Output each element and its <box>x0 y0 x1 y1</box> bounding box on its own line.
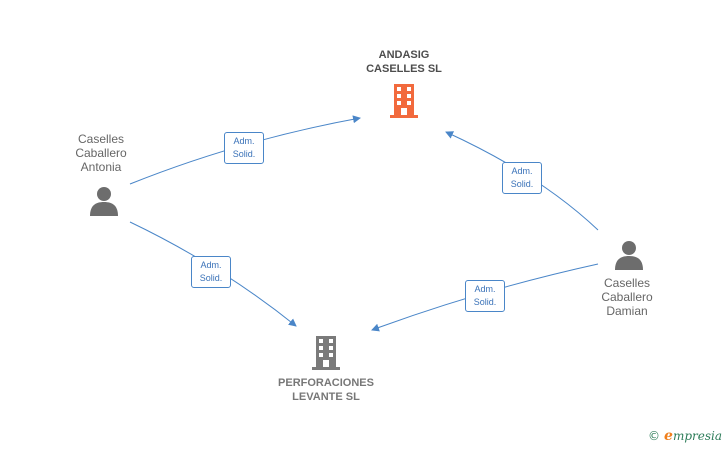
role-badge-damian-perforaciones[interactable]: Adm. Solid. <box>465 280 505 312</box>
brand-logo-initial: e <box>664 428 673 444</box>
company-name-line: ANDASIG <box>378 49 430 61</box>
company-name-line: CASELLES SL <box>366 63 442 75</box>
role-text: Solid. <box>510 179 534 189</box>
person-name-line: Caselles <box>603 276 651 290</box>
role-badge-damian-andasig[interactable]: Adm. Solid. <box>502 162 542 194</box>
role-text: Solid. <box>232 149 256 159</box>
building-icon[interactable] <box>310 336 342 370</box>
company-label-andasig[interactable]: ANDASIG CASELLES SL <box>340 48 468 76</box>
role-text: Adm. <box>474 284 496 294</box>
person-icon[interactable] <box>614 240 644 270</box>
role-text: Adm. <box>200 260 222 270</box>
company-name-line: PERFORACIONES <box>278 377 374 389</box>
brand-logo-text: mpresia <box>672 429 722 443</box>
role-text: Adm. <box>233 136 255 146</box>
person-icon[interactable] <box>89 186 119 216</box>
company-label-perforaciones[interactable]: PERFORACIONES LEVANTE SL <box>256 376 396 404</box>
role-text: Adm. <box>511 166 533 176</box>
role-text: Solid. <box>473 297 497 307</box>
copyright-symbol: © <box>648 429 661 443</box>
person-name-line: Caballero <box>75 146 127 160</box>
role-text: Solid. <box>199 273 223 283</box>
person-name-line: Damian <box>606 304 648 318</box>
person-name-line: Caselles <box>77 132 125 146</box>
role-badge-antonia-andasig[interactable]: Adm. Solid. <box>224 132 264 164</box>
role-badge-antonia-perforaciones[interactable]: Adm. Solid. <box>191 256 231 288</box>
person-name-line: Caballero <box>601 290 653 304</box>
person-label-antonia[interactable]: Caselles Caballero Antonia <box>56 132 146 174</box>
company-name-line: LEVANTE SL <box>292 391 360 403</box>
person-name-line: Antonia <box>80 160 122 174</box>
building-icon[interactable] <box>388 84 420 118</box>
person-label-damian[interactable]: Caselles Caballero Damian <box>582 276 672 318</box>
brand-footer: ©empresia <box>648 428 722 444</box>
